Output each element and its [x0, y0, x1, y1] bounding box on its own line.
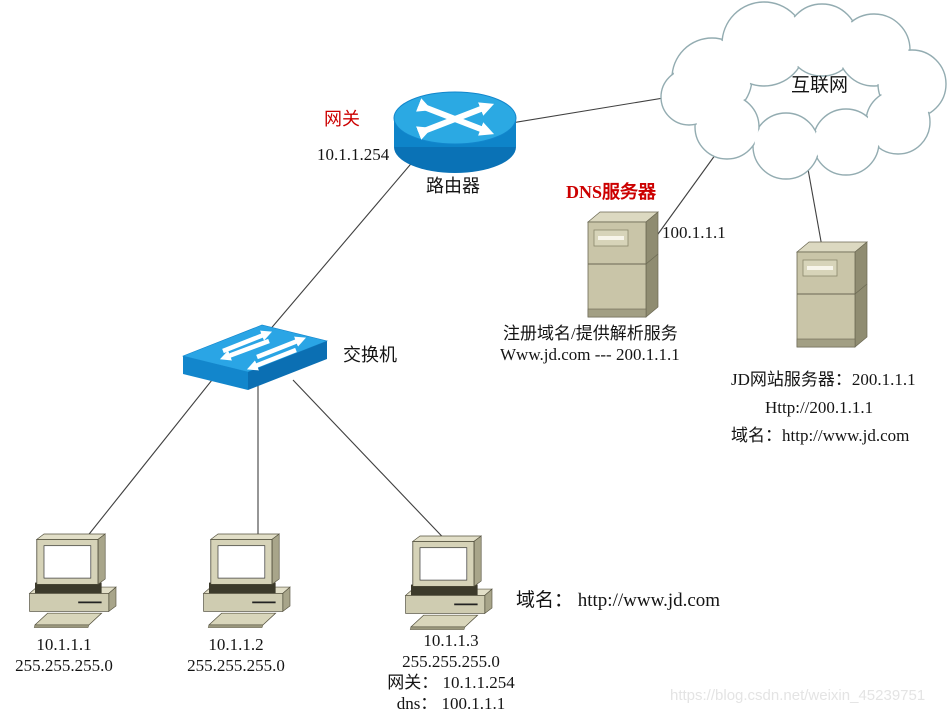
- pc1-label-block: 10.1.1.1 255.255.255.0: [6, 634, 122, 676]
- router-name-label: 路由器: [426, 176, 480, 196]
- web-server-title-label: JD网站服务器：200.1.1.1: [731, 370, 916, 389]
- link-internet-web-server: [805, 157, 825, 259]
- internet-cloud-icon: [660, 1, 947, 180]
- watermark: https://blog.csdn.net/weixin_45239751: [670, 687, 926, 704]
- dns-server-name-label: DNS服务器: [566, 182, 657, 202]
- pc2-label-block: 10.1.1.2 255.255.255.0: [178, 634, 294, 676]
- pc1-mask-label: 255.255.255.0: [15, 656, 113, 675]
- web-server-url-label: Http://200.1.1.1: [765, 398, 874, 417]
- link-router-switch: [267, 151, 422, 333]
- pc3-ip-label: 10.1.1.3: [423, 631, 479, 650]
- pc2-mask-label: 255.255.255.0: [187, 656, 285, 675]
- pc3-mask-label: 255.255.255.0: [402, 652, 500, 671]
- pc2-ip-label: 10.1.1.2: [208, 635, 264, 654]
- internet-label: 互联网: [791, 75, 849, 96]
- connection-lines: [77, 91, 825, 551]
- link-switch-pc1: [77, 379, 213, 549]
- jd-web-server-icon: [796, 241, 868, 348]
- dns-server-ip-label: 100.1.1.1: [662, 223, 726, 242]
- router-gateway-label: 网关: [324, 109, 360, 129]
- web-server-domain-label: 域名：http://www.jd.com: [731, 426, 910, 445]
- pc3-label-block: 10.1.1.3 255.255.255.0 网关： 10.1.1.254 dn…: [381, 630, 521, 714]
- switch-name-label: 交换机: [343, 345, 397, 365]
- router-icon: [393, 91, 517, 173]
- link-internet-dns-server: [644, 139, 727, 253]
- pc1-ip-label: 10.1.1.1: [36, 635, 92, 654]
- switch-icon: [182, 324, 328, 390]
- pc3-icon: [404, 535, 493, 631]
- pc3-gateway-label: 网关： 10.1.1.254: [387, 673, 515, 692]
- pc3-dns-label: dns： 100.1.1.1: [396, 694, 506, 713]
- pc2-icon: [202, 533, 291, 629]
- router-ip-label: 10.1.1.254: [317, 145, 390, 164]
- pc3-domain-label: 域名： http://www.jd.com: [516, 590, 721, 611]
- dns-note-line1: 注册域名/提供解析服务: [503, 324, 678, 343]
- dns-note-line2: Www.jd.com --- 200.1.1.1: [500, 345, 680, 364]
- pc1-icon: [28, 533, 117, 629]
- dns-server-icon: [587, 211, 659, 318]
- link-switch-pc3: [292, 379, 456, 551]
